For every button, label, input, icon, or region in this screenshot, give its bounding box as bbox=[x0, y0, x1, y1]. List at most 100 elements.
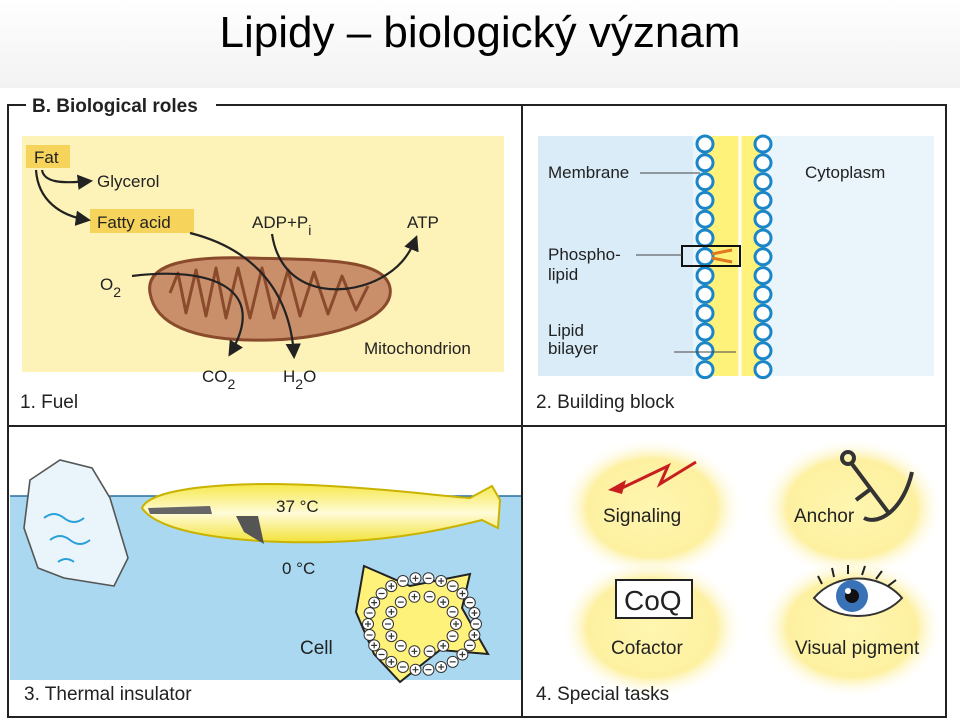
arrow-adp-atp bbox=[270, 233, 419, 291]
lipid-head-bead bbox=[695, 322, 715, 342]
lipid-head-bead bbox=[753, 284, 773, 304]
lipid-head-bead bbox=[753, 303, 773, 323]
title-bar: Lipidy – biologický význam bbox=[0, 0, 960, 88]
fuel-caption: 1. Fuel bbox=[20, 392, 78, 413]
cytoplasm-label: Cytoplasm bbox=[805, 163, 885, 182]
panel-special-tasks: Signaling Anchor CoQ Cofactor Visual pig… bbox=[536, 438, 944, 705]
cofactor-glow bbox=[560, 558, 744, 698]
mitochondrion-shape bbox=[148, 256, 392, 342]
phospholipid-label-line1: Phospho- bbox=[548, 245, 621, 264]
plus-charge-icon bbox=[412, 575, 419, 582]
glycerol-label: Glycerol bbox=[97, 172, 159, 191]
atp-label: ATP bbox=[407, 213, 439, 232]
arrow-fattyacid-h2o bbox=[189, 231, 301, 360]
fatty-acid-highlight bbox=[90, 209, 194, 233]
lipid-head-bead bbox=[753, 341, 773, 361]
panel-building-block: Membrane Cytoplasm Phospho- lipid Lipid … bbox=[536, 134, 934, 413]
cell-charges bbox=[362, 572, 482, 676]
lipid-head-bead bbox=[695, 134, 715, 154]
lipid-head-bead bbox=[695, 303, 715, 323]
lipid-head-bead bbox=[753, 134, 773, 154]
lipid-head-bead bbox=[695, 190, 715, 210]
plus-charge-icon bbox=[388, 608, 395, 615]
plus-charge-icon bbox=[388, 633, 395, 640]
signaling-glow bbox=[560, 438, 744, 578]
lipid-head-bead bbox=[753, 266, 773, 286]
plus-charge-icon bbox=[459, 590, 466, 597]
building-block-caption: 2. Building block bbox=[536, 392, 675, 413]
biological-roles-figure: B. Biological roles Fat Glycerol Fatty a… bbox=[0, 88, 960, 720]
lipid-head-bead bbox=[753, 322, 773, 342]
plus-charge-icon bbox=[438, 664, 445, 671]
bilayer-beads-left bbox=[695, 134, 715, 380]
lipid-head-bead bbox=[753, 360, 773, 380]
plus-charge-icon bbox=[371, 599, 378, 606]
coq-box bbox=[615, 579, 693, 619]
plus-charge-icon bbox=[388, 658, 395, 665]
temp-body-label: 37 °C bbox=[276, 497, 319, 516]
o2-label: O2 bbox=[100, 275, 121, 300]
membrane-outer-region bbox=[538, 136, 693, 376]
fat-highlight bbox=[26, 145, 70, 168]
lipid-head-bead bbox=[753, 190, 773, 210]
phospholipid-tails bbox=[711, 248, 733, 264]
plus-charge-icon bbox=[440, 599, 447, 606]
fat-label: Fat bbox=[34, 148, 59, 167]
lipid-head-bead bbox=[753, 172, 773, 192]
lipid-head-bead bbox=[753, 247, 773, 267]
whale-body bbox=[140, 483, 502, 544]
phospholipid-highlight-box bbox=[681, 245, 741, 267]
plus-charge-icon bbox=[388, 583, 395, 590]
signaling-arrowhead-icon bbox=[608, 480, 626, 494]
plus-charge-icon bbox=[411, 648, 418, 655]
signaling-label: Signaling bbox=[603, 506, 681, 527]
bilayer-core bbox=[705, 136, 763, 376]
heading-background bbox=[26, 92, 216, 118]
mitochondrion-label: Mitochondrion bbox=[364, 339, 471, 358]
fat-cell-cluster bbox=[354, 564, 490, 684]
plus-charge-icon bbox=[471, 609, 478, 616]
lipid-head-bead bbox=[753, 228, 773, 248]
plus-charge-icon bbox=[471, 632, 478, 639]
lipid-head-bead bbox=[695, 172, 715, 192]
iceberg bbox=[23, 459, 129, 587]
temp-water-label: 0 °C bbox=[282, 559, 315, 578]
whale-fin bbox=[236, 516, 264, 544]
anchor-glow bbox=[760, 438, 944, 578]
iceberg-crack-lines bbox=[43, 513, 91, 563]
lipid-head-bead bbox=[695, 228, 715, 248]
plus-charge-icon bbox=[412, 666, 419, 673]
lipid-head-bead bbox=[753, 209, 773, 229]
lipid-head-bead bbox=[753, 153, 773, 173]
fatty-acid-label: Fatty acid bbox=[97, 213, 171, 232]
lipid-head-bead bbox=[695, 247, 715, 267]
arrow-o2-co2 bbox=[131, 272, 244, 357]
cofactor-label: Cofactor bbox=[611, 638, 683, 659]
figure-svg: B. Biological roles Fat Glycerol Fatty a… bbox=[7, 92, 947, 718]
figure-heading: B. Biological roles bbox=[32, 96, 198, 117]
lipid-head-bead bbox=[695, 266, 715, 286]
lipid-head-bead bbox=[695, 284, 715, 304]
h2o-label: H2O bbox=[283, 367, 316, 392]
anchor-icon bbox=[840, 450, 914, 522]
adp-pi-label: ADP+Pi bbox=[252, 213, 311, 238]
lipid-bilayer-label-line2: bilayer bbox=[548, 339, 598, 358]
plus-charge-icon bbox=[453, 621, 459, 627]
plus-charge-icon bbox=[371, 642, 378, 649]
lipid-head-bead bbox=[695, 341, 715, 361]
arrow-fat-fattyacid bbox=[34, 169, 92, 226]
co2-label: CO2 bbox=[202, 367, 236, 392]
cell-label: Cell bbox=[300, 638, 333, 659]
lipid-head-bead bbox=[695, 209, 715, 229]
special-tasks-caption: 4. Special tasks bbox=[536, 684, 669, 705]
panel-fuel: Fat Glycerol Fatty acid ADP+Pi ATP O2 CO… bbox=[20, 136, 504, 413]
anchor-label: Anchor bbox=[794, 506, 855, 527]
arrow-fat-glycerol bbox=[40, 169, 94, 190]
plus-charge-icon bbox=[440, 642, 447, 649]
thermal-insulator-caption: 3. Thermal insulator bbox=[24, 684, 192, 705]
plus-charge-icon bbox=[438, 577, 445, 584]
panel-thermal-insulator: 37 °C 0 °C Cell 3. Thermal insulator bbox=[10, 459, 521, 705]
slide-title: Lipidy – biologický význam bbox=[219, 8, 741, 57]
eye-icon bbox=[812, 565, 904, 617]
whale-mouth bbox=[148, 506, 212, 514]
